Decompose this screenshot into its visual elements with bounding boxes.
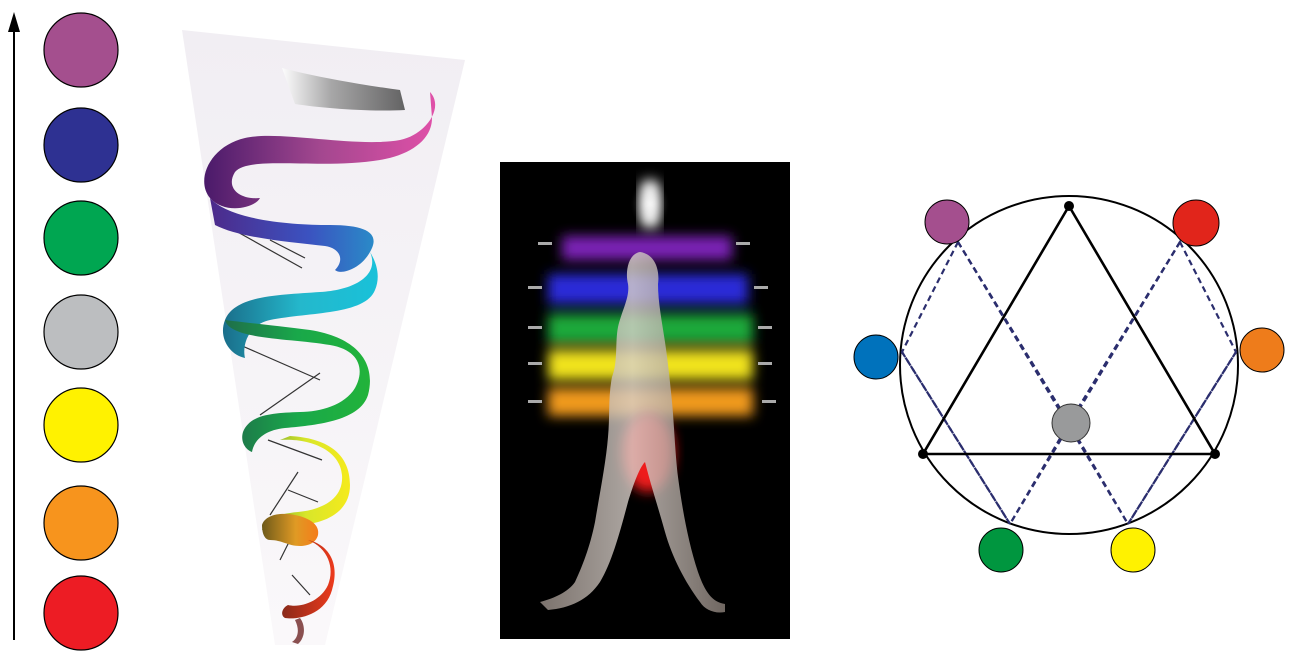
dot-red	[1173, 200, 1219, 246]
scale-circle-orange	[44, 486, 118, 560]
scale-circle-violet	[44, 13, 118, 87]
dot-gray-center	[1052, 404, 1090, 442]
dot-violet	[925, 200, 969, 244]
color-scale-panel	[0, 0, 140, 652]
scale-circle-red	[44, 576, 118, 650]
outer-circle	[900, 196, 1238, 534]
rainbow-spiral-panel	[170, 20, 480, 652]
color-circle-diagram-panel	[840, 185, 1292, 585]
dot-green	[979, 528, 1023, 572]
dot-orange	[1240, 328, 1284, 372]
triangle-vertex-top	[1064, 201, 1074, 211]
vertical-up-arrow	[8, 12, 20, 640]
chakra-figure-panel	[500, 162, 790, 639]
dot-yellow	[1111, 528, 1155, 572]
scale-circle-indigo	[44, 108, 118, 182]
dashed-diamond-lines	[902, 242, 1236, 524]
triangle-vertex-left	[918, 449, 928, 459]
scale-circle-green	[44, 201, 118, 275]
scale-circle-yellow	[44, 388, 118, 462]
dot-blue	[854, 335, 898, 379]
triangle-vertex-right	[1210, 449, 1220, 459]
scale-circle-gray	[44, 295, 118, 369]
